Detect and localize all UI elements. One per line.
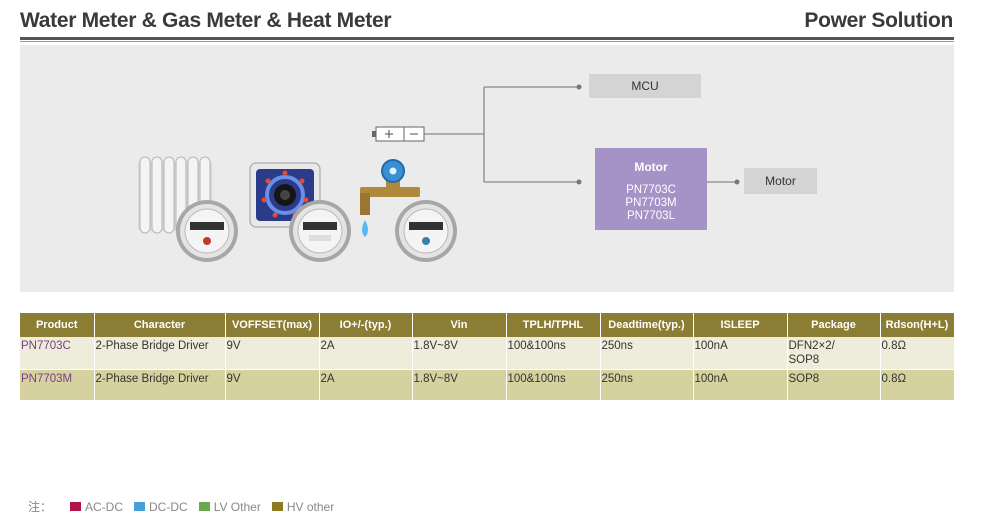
legend-swatch — [198, 502, 210, 511]
page-title: Water Meter & Gas Meter & Heat Meter — [20, 9, 392, 32]
legend-label: DC-DC — [149, 499, 188, 514]
water-meter-icon — [395, 200, 457, 262]
heat-meter-icon — [176, 200, 238, 262]
column-header: IO+/-(typ.) — [319, 313, 413, 337]
table-cell: 0.8Ω — [880, 337, 955, 370]
mcu-block: MCU — [589, 74, 701, 98]
column-header: Character — [94, 313, 226, 337]
header-divider-thin — [20, 41, 954, 42]
table-cell: 250ns — [600, 369, 694, 401]
table-cell: 2A — [319, 337, 413, 370]
product-spec-table: Product Character VOFFSET(max) IO+/-(typ… — [20, 313, 955, 401]
battery-icon — [372, 126, 425, 142]
column-header: Product — [20, 313, 95, 337]
motor-driver-block: Motor PN7703C PN7703M PN7703L — [595, 148, 707, 230]
legend-item-hv-other: HV other — [271, 499, 335, 514]
table-row: PN7703M 2-Phase Bridge Driver 9V 2A 1.8V… — [20, 369, 955, 401]
column-header: ISLEEP — [693, 313, 788, 337]
table-cell: SOP8 — [787, 369, 881, 401]
column-header: Vin — [412, 313, 507, 337]
table-cell: 100&100ns — [506, 369, 601, 401]
table-cell: 0.8Ω — [880, 369, 955, 401]
water-tap-icon — [360, 159, 420, 237]
legend-label: AC-DC — [85, 499, 124, 514]
table-cell: 100nA — [693, 369, 788, 401]
table-cell: 2A — [319, 369, 413, 401]
motor-output-block: Motor — [744, 168, 817, 194]
table-cell: 100nA — [693, 337, 788, 370]
table-cell: DFN2×2/ SOP8 — [787, 337, 881, 370]
legend-swatch — [271, 502, 283, 511]
column-header: Package — [787, 313, 881, 337]
legend-item-lv-other: LV Other — [198, 499, 261, 514]
table-cell: 2-Phase Bridge Driver — [94, 369, 226, 401]
table-cell: 1.8V~8V — [412, 369, 507, 401]
legend-label: LV Other — [213, 499, 261, 514]
legend-label: HV other — [286, 499, 335, 514]
table-cell: 9V — [225, 337, 320, 370]
column-header: Rdson(H+L) — [880, 313, 955, 337]
table-cell: 1.8V~8V — [412, 337, 507, 370]
column-header: VOFFSET(max) — [225, 313, 320, 337]
table-cell: 100&100ns — [506, 337, 601, 370]
header-divider — [20, 37, 954, 40]
connection-lines — [417, 86, 736, 183]
column-header: TPLH/TPHL — [506, 313, 601, 337]
table-cell: 2-Phase Bridge Driver — [94, 337, 226, 370]
legend-item-dc-dc: DC-DC — [134, 500, 188, 514]
motor-driver-title: Motor — [634, 160, 668, 174]
block-diagram: MCU Motor PN7703C PN7703M PN7703L Motor — [20, 45, 954, 292]
legend-item-ac-dc: AC-DC — [70, 500, 123, 514]
motor-part-label: PN7703M — [625, 197, 677, 209]
table-cell: 250ns — [600, 337, 694, 370]
arrow-heads — [576, 84, 740, 185]
product-link[interactable]: PN7703M — [20, 369, 95, 401]
gas-meter-icon — [289, 200, 351, 262]
column-header: Deadtime(typ.) — [600, 313, 694, 337]
motor-part-label: PN7703C — [626, 184, 676, 196]
legend-note: 注： — [28, 500, 53, 514]
legend-swatch — [134, 502, 146, 511]
table-header-row: Product Character VOFFSET(max) IO+/-(typ… — [20, 313, 955, 337]
legend-swatch — [70, 502, 82, 511]
table-cell: 9V — [225, 369, 320, 401]
table-row: PN7703C 2-Phase Bridge Driver 9V 2A 1.8V… — [20, 337, 955, 370]
section-title: Power Solution — [804, 9, 953, 32]
diagram-graphics — [138, 84, 740, 262]
category-legend: 注： AC-DC DC-DC LV Other HV other — [28, 498, 345, 515]
motor-part-label: PN7703L — [627, 210, 675, 222]
product-link[interactable]: PN7703C — [20, 337, 95, 370]
